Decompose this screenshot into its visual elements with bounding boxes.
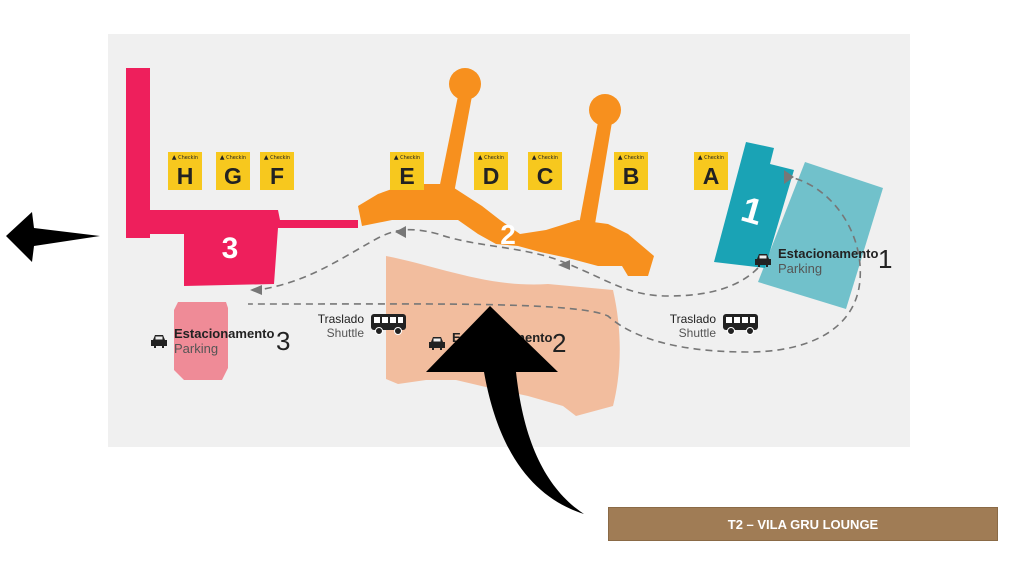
route-arrowhead xyxy=(784,170,794,184)
gate-tag: Checkin xyxy=(484,155,505,161)
terminal-2-number: 2 xyxy=(500,219,516,250)
car-icon xyxy=(755,254,771,267)
lounge-label: T2 – VILA GRU LOUNGE xyxy=(608,507,998,541)
terminal-3-number: 3 xyxy=(221,232,239,265)
gate-h[interactable]: ▲ Checkin H xyxy=(168,152,202,190)
map-drawing: 2 xyxy=(126,68,883,416)
gate-letter: A xyxy=(702,163,720,189)
parking-title: Estacionamento xyxy=(778,246,879,261)
check-in-icon: ▲ Checkin xyxy=(393,154,421,161)
gate-tag: Checkin xyxy=(538,155,559,161)
parking-subtitle: Parking xyxy=(174,341,219,356)
gate-letter: G xyxy=(224,163,242,189)
gate-letter: F xyxy=(269,163,285,189)
terminal-1-building[interactable] xyxy=(714,142,794,268)
check-in-icon: ▲ Checkin xyxy=(263,154,291,161)
parking-1-label: Estacionamento Parking xyxy=(778,246,878,276)
shuttle-label-east: Traslado Shuttle xyxy=(660,312,716,340)
terminal-2-building[interactable] xyxy=(358,68,654,276)
gate-tag: Checkin xyxy=(270,155,291,161)
check-in-icon: ▲ Checkin xyxy=(477,154,505,161)
terminal-3-building[interactable] xyxy=(126,68,358,286)
parking-1-number: 1 xyxy=(878,244,893,274)
check-in-icon: ▲ Checkin xyxy=(171,154,199,161)
gate-tag: Checkin xyxy=(226,155,247,161)
bus-icon xyxy=(371,314,406,335)
gate-c[interactable]: ▲ Checkin C xyxy=(528,152,562,190)
arrow-left-icon xyxy=(6,212,100,262)
check-in-icon: ▲ Checkin xyxy=(219,154,247,161)
parking-3-number: 3 xyxy=(276,326,291,356)
parking-1-area[interactable] xyxy=(758,162,883,309)
parking-3-area[interactable] xyxy=(174,302,228,380)
shuttle-route-lower xyxy=(257,228,759,297)
gate-a[interactable]: ▲ Checkin A xyxy=(694,152,728,190)
parking-3-label: Estacionamento Parking xyxy=(174,326,274,356)
check-in-icon: ▲ Checkin xyxy=(697,154,725,161)
bus-icon xyxy=(723,314,758,335)
gate-tag: Checkin xyxy=(704,155,725,161)
shuttle-title: Traslado xyxy=(317,312,364,326)
parking-2-number: 2 xyxy=(552,328,567,358)
shuttle-subtitle: Shuttle xyxy=(326,326,364,340)
gate-g[interactable]: ▲ Checkin G xyxy=(216,152,250,190)
gate-tag: Checkin xyxy=(400,155,421,161)
car-icon xyxy=(151,335,167,348)
gate-letter: E xyxy=(399,163,415,189)
shuttle-label-west: Traslado Shuttle xyxy=(308,312,364,340)
parking-subtitle: Parking xyxy=(778,261,823,276)
check-in-icon: ▲ Checkin xyxy=(617,154,645,161)
shuttle-subtitle: Shuttle xyxy=(678,326,716,340)
gate-tag: Checkin xyxy=(178,155,199,161)
curved-arrow-up-icon xyxy=(426,306,584,514)
gate-letter: D xyxy=(482,163,500,189)
route-arrowhead xyxy=(250,285,262,295)
check-in-icon: ▲ Checkin xyxy=(531,154,559,161)
route-arrowhead xyxy=(558,260,570,270)
car-icon xyxy=(429,337,445,350)
route-arrowhead xyxy=(395,226,406,238)
gate-letter: C xyxy=(536,163,554,189)
gate-f[interactable]: ▲ Checkin F xyxy=(260,152,294,190)
parking-title: Estacionamento xyxy=(174,326,275,341)
gate-tag: Checkin xyxy=(624,155,645,161)
gate-e[interactable]: ▲ Checkin E xyxy=(390,152,424,190)
gate-letter: B xyxy=(622,163,640,189)
shuttle-title: Traslado xyxy=(669,312,716,326)
gate-letter: H xyxy=(176,163,194,189)
gate-b[interactable]: ▲ Checkin B xyxy=(614,152,648,190)
gate-d[interactable]: ▲ Checkin D xyxy=(474,152,508,190)
